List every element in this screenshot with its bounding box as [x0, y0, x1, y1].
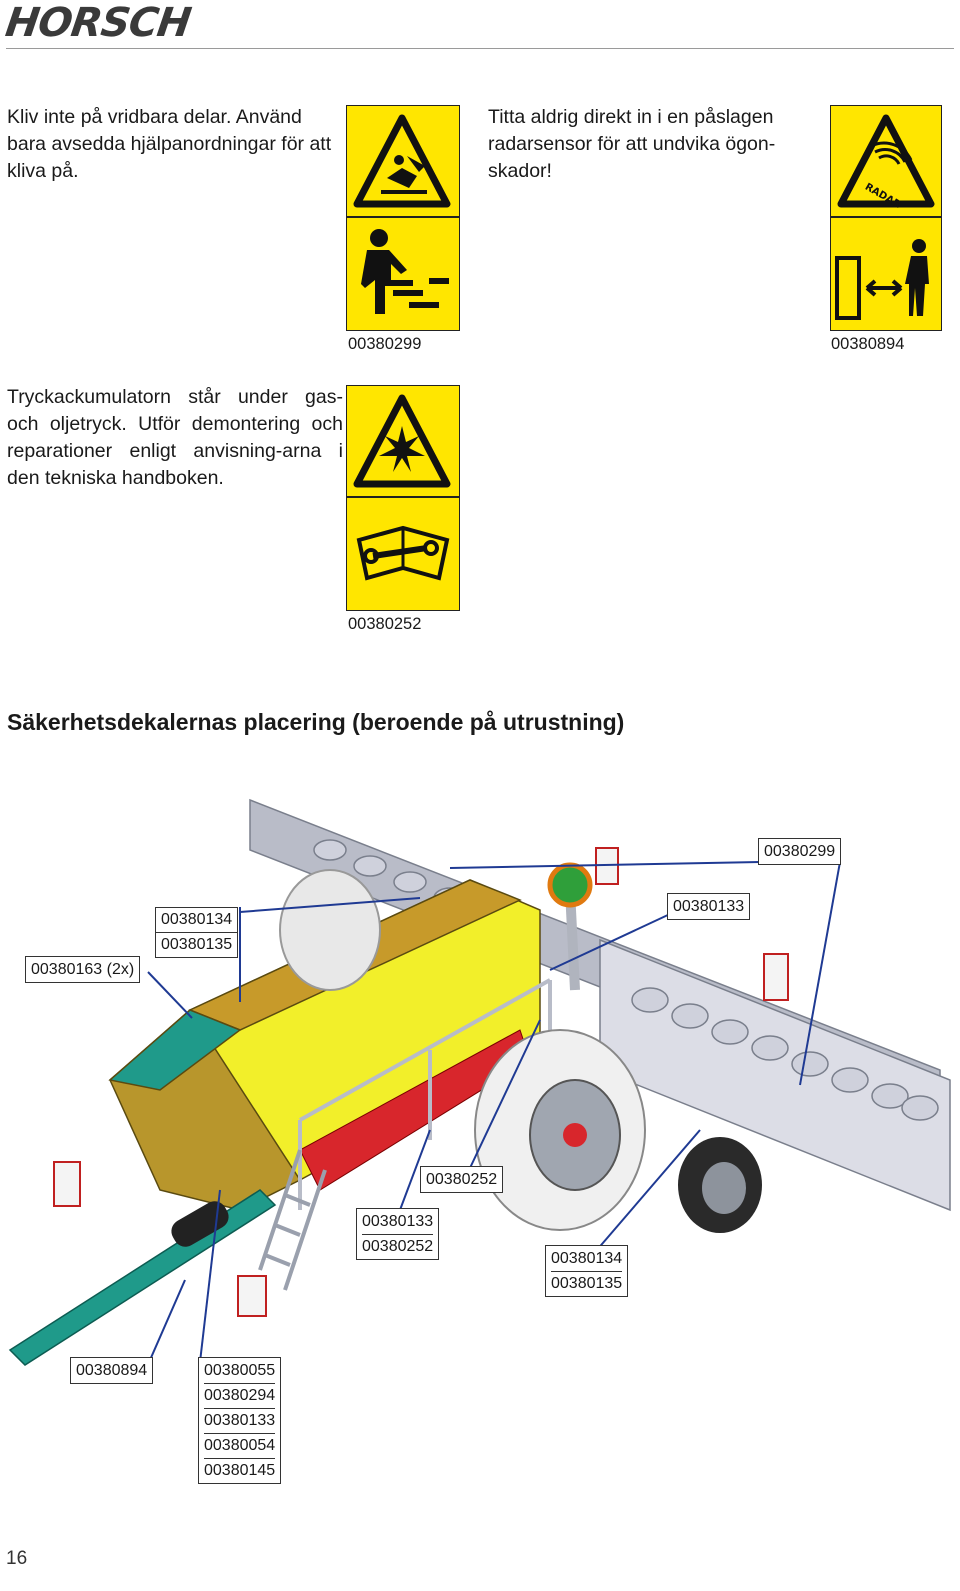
label-top-right: 00380299: [758, 838, 842, 865]
label-bottom-left: 00380894: [70, 1357, 154, 1384]
code-00380299: 00380299: [348, 335, 422, 353]
label-right-lower: 00380134 00380135: [545, 1245, 629, 1297]
warning-text-radar: Titta aldrig direkt in i en påslagen rad…: [488, 106, 776, 182]
manual-wrench-icon: [347, 498, 458, 613]
rear-wheel: [678, 1137, 762, 1233]
sticker-00380299: [346, 105, 460, 331]
header-divider: [6, 48, 954, 49]
toolbar-frame: [249, 798, 951, 1212]
step-person-icon: [347, 218, 458, 333]
label-upper-mid: 00380133: [667, 893, 751, 920]
section-heading: Säkerhetsdekalernas placering (beroende …: [7, 709, 625, 735]
label-center: 00380133 00380252: [356, 1208, 440, 1260]
sticker-00380252: [346, 385, 460, 611]
code-00380252: 00380252: [348, 615, 422, 633]
code-00380894: 00380894: [831, 335, 905, 353]
horsch-logo: HORSCH: [2, 0, 194, 46]
hazard-boards: [53, 847, 789, 1317]
label-bottom-list: 00380055 00380294 00380133 00380054 0038…: [198, 1357, 282, 1484]
warning-text-step: Kliv inte på vridbara delar. Använd bara…: [7, 106, 332, 182]
label-center-single: 00380252: [420, 1166, 504, 1193]
main-wheel: [474, 1029, 646, 1231]
page-number: 16: [6, 1548, 28, 1569]
drawbar: [8, 1189, 277, 1366]
leader-lines: [147, 861, 841, 1363]
warning-text-accumulator: Tryckackumulatorn står under gas- och ol…: [7, 386, 343, 489]
machine-illustration: [0, 790, 960, 1550]
ladder: [258, 1149, 327, 1291]
radar-warning-icon: RADAR: [831, 106, 941, 218]
label-left: 00380163 (2x): [25, 956, 141, 983]
explosion-warning-icon: [347, 386, 459, 498]
sticker-00380894: RADAR: [830, 105, 942, 331]
keep-distance-icon: [831, 218, 941, 333]
crush-hazard-icon: [347, 106, 459, 218]
label-upper-left: 00380134 00380135: [150, 906, 243, 958]
